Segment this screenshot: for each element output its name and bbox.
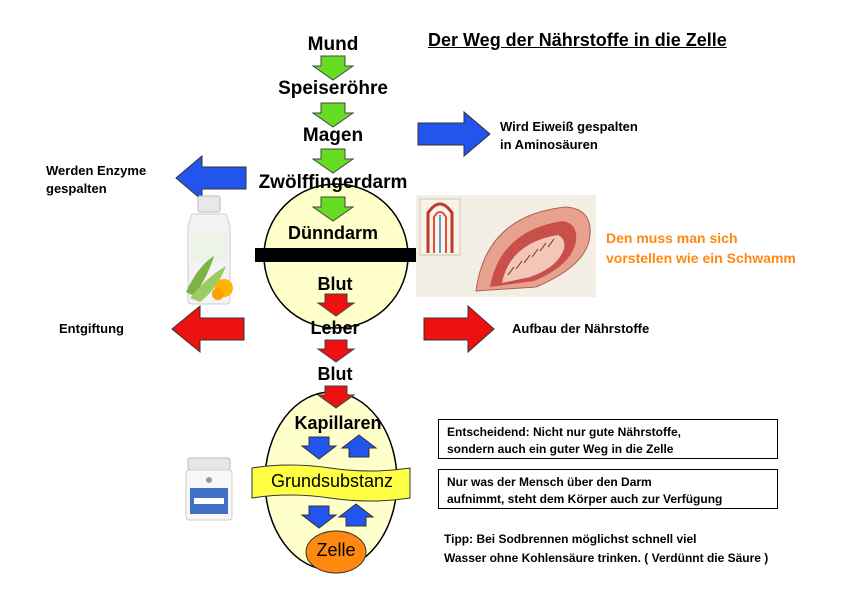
red-arrow-1-icon (316, 293, 356, 317)
tipp-note: Tipp: Bei Sodbrennen möglichst schnell v… (444, 530, 768, 568)
step-blut-1: Blut (317, 274, 353, 294)
green-arrow-4-icon (311, 196, 355, 222)
blue-arrow-left-icon (175, 154, 247, 202)
green-arrow-3-icon (311, 148, 355, 174)
intestine-wall-bar (255, 248, 417, 262)
step-blut-2: Blut (317, 364, 353, 384)
grundsubstanz-band (251, 464, 411, 502)
step-duenndarm: Dünndarm (288, 223, 378, 243)
grundsubstanz-label: Grundsubstanz (270, 471, 394, 491)
step-leber: Leber (310, 318, 360, 338)
info-box-2-line-2: aufnimmt, steht dem Körper auch zur Verf… (447, 492, 723, 506)
red-arrow-3-icon (316, 385, 356, 409)
green-arrow-2-icon (311, 102, 355, 128)
magen-note-line-2: in Aminosäuren (500, 137, 598, 152)
info-box-darm: Nur was der Mensch über den Darm aufnimm… (438, 469, 778, 509)
green-arrow-1-icon (311, 55, 355, 81)
enzyme-note-line-1: Werden Enzyme (46, 163, 147, 178)
aufbau-note: Aufbau der Nährstoffe (512, 321, 650, 336)
capillary-arrow-down-2-icon (300, 505, 338, 529)
aloe-bottle-image (186, 195, 233, 305)
zelle-label: Zelle (316, 540, 356, 560)
enzyme-note: Werden Enzyme gespalten (46, 162, 146, 198)
enzyme-note-line-2: gespalten (46, 181, 107, 196)
step-kapillaren: Kapillaren (294, 413, 382, 433)
red-arrow-left-icon (171, 304, 245, 354)
tipp-line-2: Wasser ohne Kohlensäure trinken. ( Verdü… (444, 551, 769, 565)
blue-arrow-right-icon (417, 110, 491, 158)
tipp-line-1: Tipp: Bei Sodbrennen möglichst schnell v… (444, 532, 697, 546)
step-speiseroehre: Speiseröhre (278, 78, 388, 99)
info-box-2-line-1: Nur was der Mensch über den Darm (447, 475, 652, 489)
capillary-arrow-down-1-icon (300, 436, 338, 460)
step-magen: Magen (302, 125, 364, 146)
supplement-jar-image (185, 457, 233, 521)
capillary-arrow-up-1-icon (340, 434, 378, 458)
step-mund: Mund (307, 34, 359, 55)
info-box-1-line-2: sondern auch ein guter Weg in die Zelle (447, 442, 674, 456)
schwamm-note: Den muss man sich vorstellen wie ein Sch… (606, 228, 796, 268)
capillary-arrow-up-2-icon (337, 503, 375, 527)
magen-note-line-1: Wird Eiweiß gespalten (500, 119, 638, 134)
entgiftung-note: Entgiftung (59, 321, 124, 336)
magen-note: Wird Eiweiß gespalten in Aminosäuren (500, 118, 638, 154)
schwamm-note-line-2: vorstellen wie ein Schwamm (606, 250, 796, 266)
zelle-ellipse (305, 530, 367, 574)
page-title: Der Weg der Nährstoffe in die Zelle (428, 30, 727, 50)
intestine-villi-image (416, 195, 596, 297)
schwamm-note-line-1: Den muss man sich (606, 230, 738, 246)
step-zwoelffingerdarm: Zwölffingerdarm (258, 172, 408, 193)
red-arrow-right-icon (423, 304, 495, 354)
info-box-1-line-1: Entscheidend: Nicht nur gute Nährstoffe, (447, 425, 682, 439)
red-arrow-2-icon (316, 339, 356, 363)
info-box-entscheidend: Entscheidend: Nicht nur gute Nährstoffe,… (438, 419, 778, 459)
